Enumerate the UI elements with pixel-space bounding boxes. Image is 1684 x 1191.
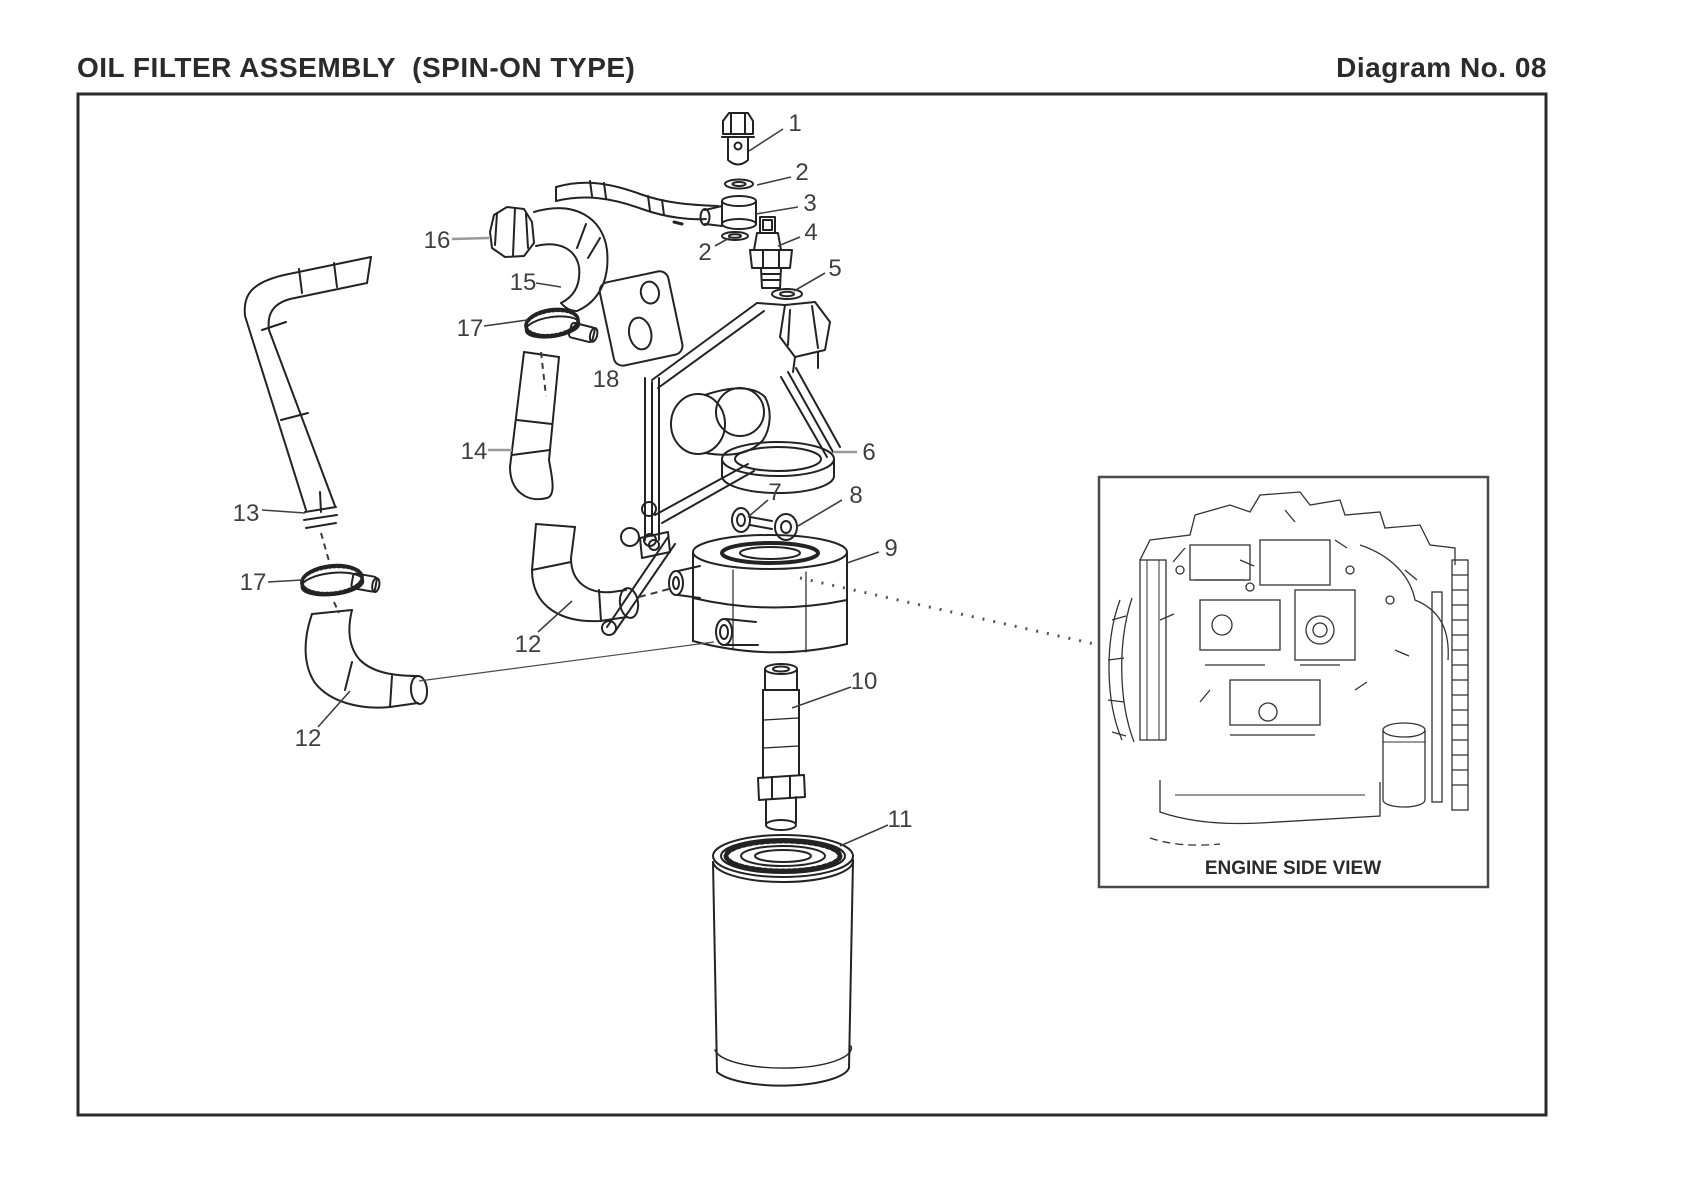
part-9-oil-cooler (668, 534, 848, 654)
part-3-banjo-fitting (699, 195, 757, 230)
part-2-washer-lower (721, 231, 749, 241)
callout-17-lower: 17 (240, 569, 267, 596)
callout-16: 16 (424, 227, 451, 254)
part-5-washer (771, 288, 803, 300)
part-13-hose (243, 256, 372, 529)
engine-inset: ENGINE SIDE VIEW (1097, 475, 1490, 889)
callout-8: 8 (849, 482, 862, 509)
callout-12-right: 12 (515, 631, 542, 658)
part-3-hose (555, 180, 719, 226)
diagram-number: Diagram No. 08 (1336, 52, 1547, 83)
diagram-frame (76, 92, 1548, 1117)
part-16-hex-fitting (489, 206, 535, 258)
part-15-elbow-hose (533, 207, 609, 312)
callout-15: 15 (510, 269, 537, 296)
part-2-washer-upper (724, 178, 754, 190)
callout-18: 18 (593, 366, 620, 393)
callout-2-lower: 2 (698, 239, 711, 266)
callout-13: 13 (233, 500, 260, 527)
alignment-lines (320, 351, 715, 682)
part-6-bracket-assembly (601, 301, 841, 636)
part-12-elbow-right (531, 523, 640, 623)
part-4-oil-pressure-sender (749, 216, 793, 289)
callout-11: 11 (888, 806, 913, 833)
callout-10: 10 (851, 668, 878, 695)
part-12-elbow-left (304, 609, 429, 709)
callout-2-upper: 2 (795, 159, 808, 186)
page-title: OIL FILTER ASSEMBLY (SPIN-ON TYPE) (77, 52, 636, 83)
engine-inset-border (1097, 475, 1490, 889)
callout-9: 9 (884, 535, 897, 562)
part-17-clamp-lower (300, 563, 381, 597)
callout-3: 3 (803, 190, 816, 217)
callout-17-upper: 17 (457, 315, 484, 342)
part-7-washer (731, 507, 751, 533)
callout-1: 1 (788, 110, 801, 137)
part-14-hose (509, 351, 560, 501)
callout-12-left: 12 (295, 725, 322, 752)
part-1-bolt (721, 112, 755, 166)
part-17-clamp-upper (524, 307, 599, 344)
part-18-gasket (598, 270, 684, 367)
part-11-filter (712, 834, 855, 1087)
callout-7: 7 (768, 479, 781, 506)
part-10-nipple (757, 663, 806, 831)
callout-4: 4 (804, 219, 817, 246)
part-8-fitting (620, 513, 798, 547)
callout-14: 14 (461, 438, 488, 465)
callout-6: 6 (862, 439, 875, 466)
engine-side-view-art (1107, 491, 1469, 846)
engine-inset-caption: ENGINE SIDE VIEW (1205, 858, 1381, 879)
callout-5: 5 (828, 255, 841, 282)
callout-leaders (261, 128, 889, 847)
